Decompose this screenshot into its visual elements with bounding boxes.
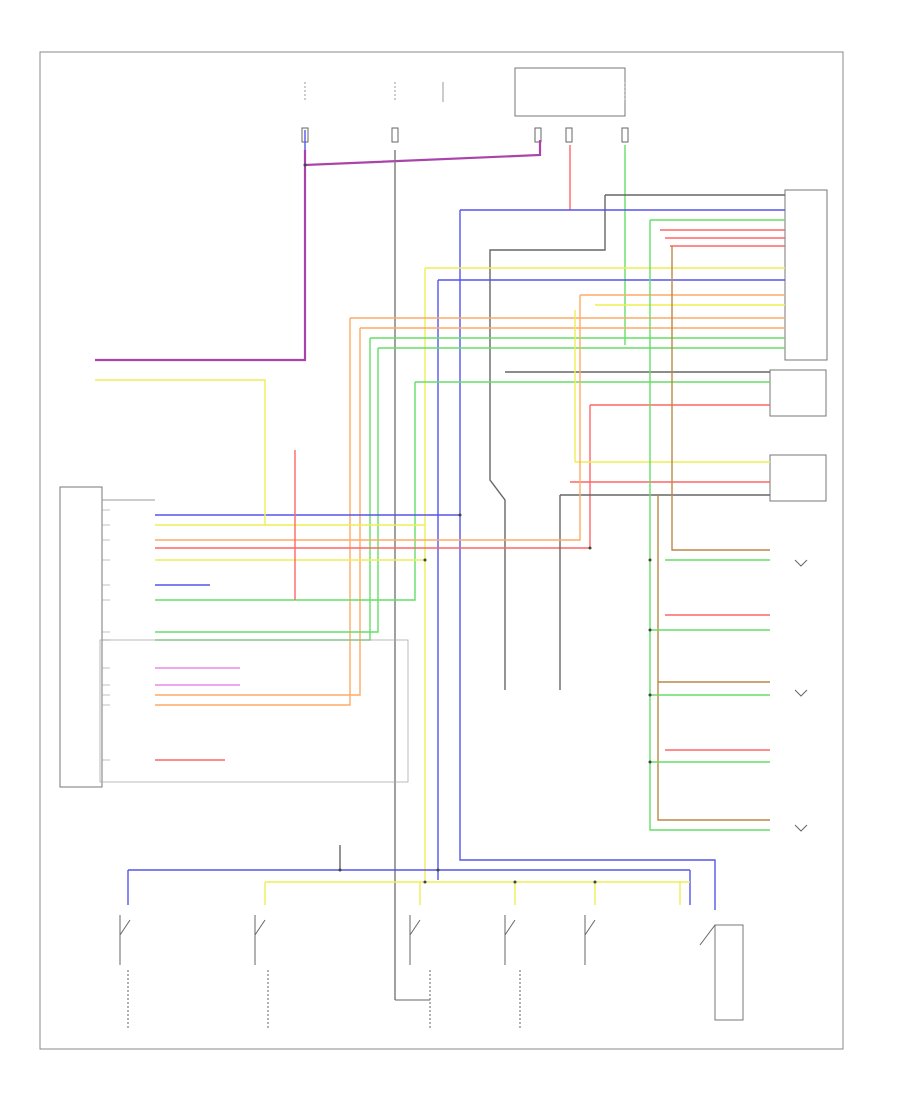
bottom-ground-connectors [127, 970, 521, 1030]
bottom-door-switches [119, 915, 744, 1021]
top-fuse-block [301, 67, 629, 143]
ground-symbol-icon [794, 559, 808, 832]
horizontal-wire-bundle [155, 194, 785, 910]
diagram-border [39, 51, 844, 1050]
right-connector-block [769, 189, 828, 502]
wire-blue-bottom [127, 869, 691, 905]
wire-yellow-bottom [264, 881, 690, 905]
left-control-module [59, 486, 409, 788]
connector-pin-icon [102, 509, 110, 761]
right-vertical-bundle [649, 220, 770, 831]
splice-dot-icon [303, 163, 652, 884]
wire-yellow-left [95, 379, 266, 525]
wire-purple-top [95, 140, 542, 362]
